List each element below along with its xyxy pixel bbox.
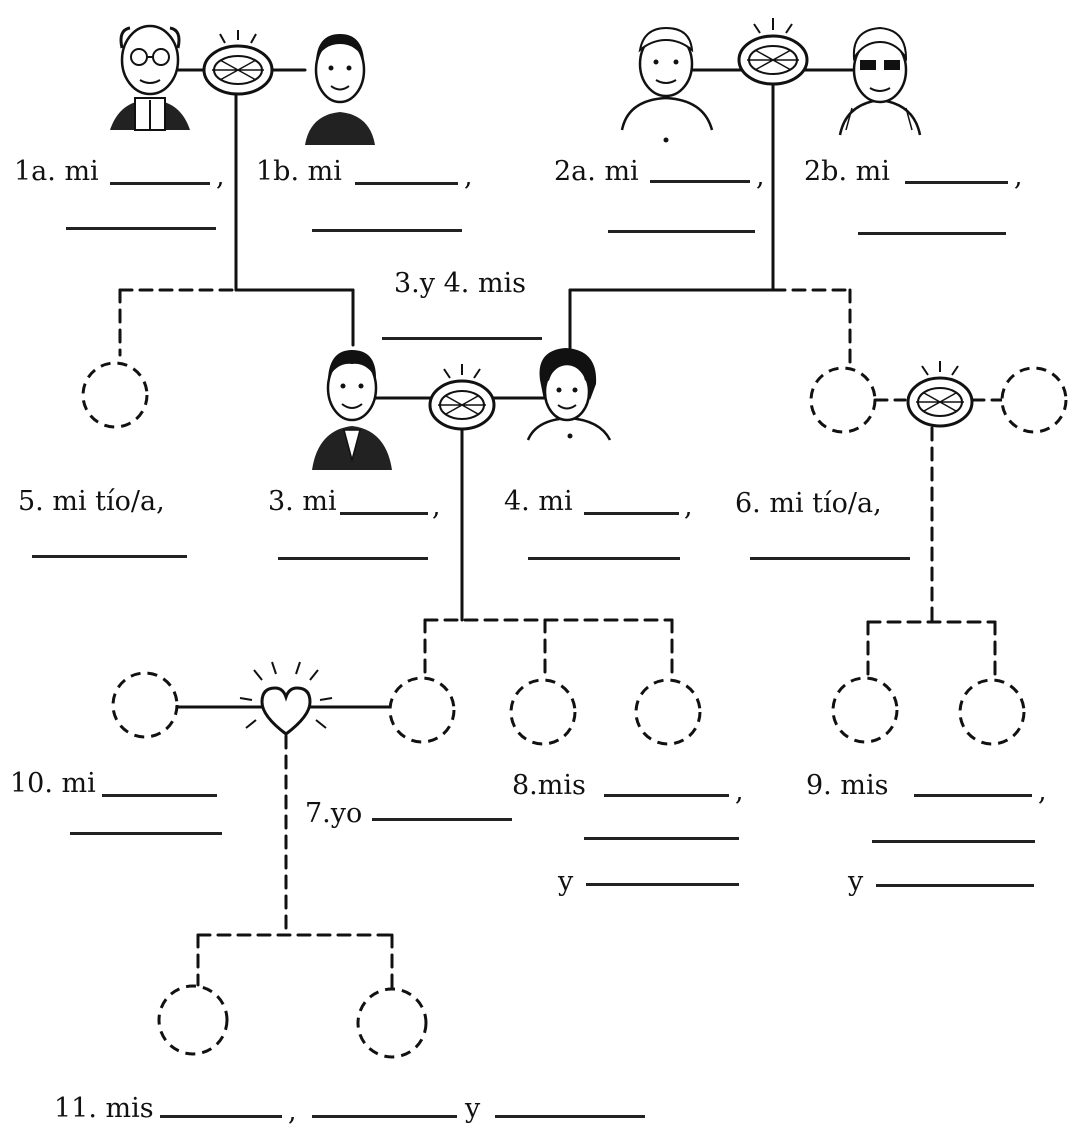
answer-blank-9[interactable]	[914, 794, 1032, 797]
answer-blank-3-4[interactable]	[382, 337, 542, 340]
answer-blank-4[interactable]	[584, 512, 679, 515]
label-9: 9. mis	[806, 770, 889, 801]
label-1b: 1b. mi	[256, 156, 342, 187]
answer-blank-1a[interactable]	[110, 182, 210, 185]
answer-blank-1b-2[interactable]	[312, 229, 462, 232]
answer-blank-2b-2[interactable]	[858, 232, 1006, 235]
cousin-circle	[958, 678, 1026, 746]
answer-blank-5[interactable]	[32, 555, 187, 558]
answer-blank-6[interactable]	[750, 557, 910, 560]
comma: ,	[1014, 161, 1023, 192]
answer-blank-1a-2[interactable]	[66, 227, 216, 230]
label-11-y: y	[465, 1093, 481, 1124]
comma: ,	[684, 491, 693, 522]
answer-blank-3-2[interactable]	[278, 557, 428, 560]
label-10: 10. mi	[10, 768, 96, 799]
label-8: 8.mis	[512, 770, 586, 801]
label-4: 4. mi	[504, 486, 573, 517]
answer-blank-7[interactable]	[372, 818, 512, 821]
answer-blank-4-2[interactable]	[528, 557, 680, 560]
grandmother-icon	[305, 34, 375, 145]
answer-blank-8-2[interactable]	[584, 837, 739, 840]
comma: ,	[464, 161, 473, 192]
label-3: 3. mi	[268, 486, 337, 517]
label-8-y: y	[558, 866, 574, 897]
label-11: 11. mis	[54, 1093, 154, 1124]
answer-blank-9-3[interactable]	[876, 884, 1034, 887]
child-circle	[356, 987, 428, 1059]
uncle-aunt-6-spouse-circle	[1000, 366, 1068, 434]
sibling-circle	[634, 678, 702, 746]
father-icon	[312, 350, 392, 470]
label-1a: 1a. mi	[14, 156, 99, 187]
label-7: 7.yo	[305, 798, 363, 829]
answer-blank-11[interactable]	[160, 1115, 282, 1118]
heart-icon	[239, 661, 333, 736]
cousin-circle	[831, 676, 899, 744]
answer-blank-2a[interactable]	[650, 180, 750, 183]
uncle-aunt-5-circle	[81, 361, 149, 429]
answer-blank-8[interactable]	[604, 794, 729, 797]
grandmother-glasses-icon	[838, 26, 922, 136]
label-2a: 2a. mi	[554, 156, 639, 187]
comma: ,	[432, 491, 441, 522]
wedding-ring-icon	[202, 30, 274, 96]
answer-blank-9-2[interactable]	[872, 840, 1035, 843]
answer-blank-11-3[interactable]	[495, 1115, 645, 1118]
answer-blank-2a-2[interactable]	[608, 230, 755, 233]
label-2b: 2b. mi	[804, 156, 890, 187]
label-6: 6. mi tío/a,	[735, 488, 882, 519]
wedding-ring-icon	[428, 364, 496, 431]
mother-icon	[526, 348, 612, 441]
comma: ,	[216, 161, 225, 192]
answer-blank-2b[interactable]	[905, 181, 1008, 184]
spouse-circle	[111, 671, 179, 739]
answer-blank-1b[interactable]	[355, 182, 458, 185]
uncle-aunt-6-circle	[809, 366, 877, 434]
comma: ,	[288, 1096, 297, 1127]
comma: ,	[756, 161, 765, 192]
wedding-ring-icon	[737, 18, 809, 86]
comma: ,	[1038, 776, 1047, 807]
answer-blank-10[interactable]	[102, 794, 217, 797]
answer-blank-10-2[interactable]	[70, 832, 222, 835]
wedding-ring-icon	[906, 361, 974, 428]
comma: ,	[735, 776, 744, 807]
grandfather-icon	[620, 26, 714, 143]
label-9-y: y	[848, 866, 864, 897]
sibling-circle	[509, 678, 577, 746]
answer-blank-11-2[interactable]	[312, 1115, 457, 1118]
answer-blank-3[interactable]	[340, 512, 428, 515]
child-circle	[157, 984, 229, 1056]
label-5: 5. mi tío/a,	[18, 486, 165, 517]
label-3-4: 3.y 4. mis	[394, 268, 527, 299]
self-circle	[388, 676, 456, 744]
answer-blank-8-3[interactable]	[586, 883, 739, 886]
grandfather-glasses-icon	[110, 24, 190, 131]
